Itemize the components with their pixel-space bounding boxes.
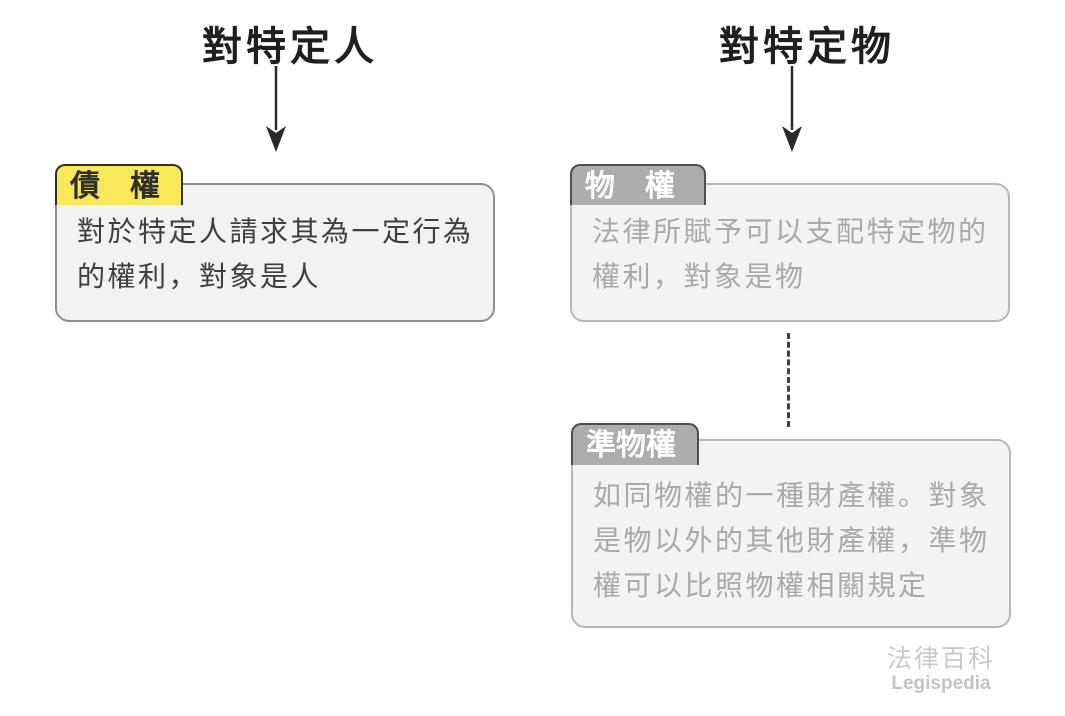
card-right-in-rem: 物 權 法律所賦予可以支配特定物的權利，對象是物 — [570, 164, 1010, 322]
column-header-specific-thing: 對特定物 — [719, 25, 895, 69]
watermark-brand-cjk: 法律百科 — [886, 645, 995, 673]
column-header-specific-person: 對特定人 — [202, 25, 378, 69]
card-right-in-rem-tab-label: 物 權 — [570, 164, 706, 205]
watermark-brand-latin: Legispedia — [891, 673, 991, 694]
card-claim: 債 權 對於特定人請求其為一定行為的權利，對象是人 — [55, 164, 495, 322]
card-quasi-right-in-rem-body-text: 如同物權的一種財產權。對象是物以外的其他財產權，準物權可以比照物權相關規定 — [571, 439, 1011, 628]
card-quasi-right-in-rem: 準物權 如同物權的一種財產權。對象是物以外的其他財產權，準物權可以比照物權相關規… — [571, 423, 1011, 628]
card-right-in-rem-body-text: 法律所賦予可以支配特定物的權利，對象是物 — [570, 183, 1010, 322]
watermark: 法律百科 Legispedia — [866, 644, 1016, 694]
card-claim-body-text: 對於特定人請求其為一定行為的權利，對象是人 — [55, 183, 495, 322]
card-claim-tab-label: 債 權 — [55, 164, 183, 205]
dotted-connector-line — [787, 333, 790, 427]
down-arrow-icon-right — [782, 66, 802, 152]
card-quasi-right-in-rem-tab-label: 準物權 — [571, 423, 699, 465]
down-arrow-icon-left — [266, 66, 286, 152]
